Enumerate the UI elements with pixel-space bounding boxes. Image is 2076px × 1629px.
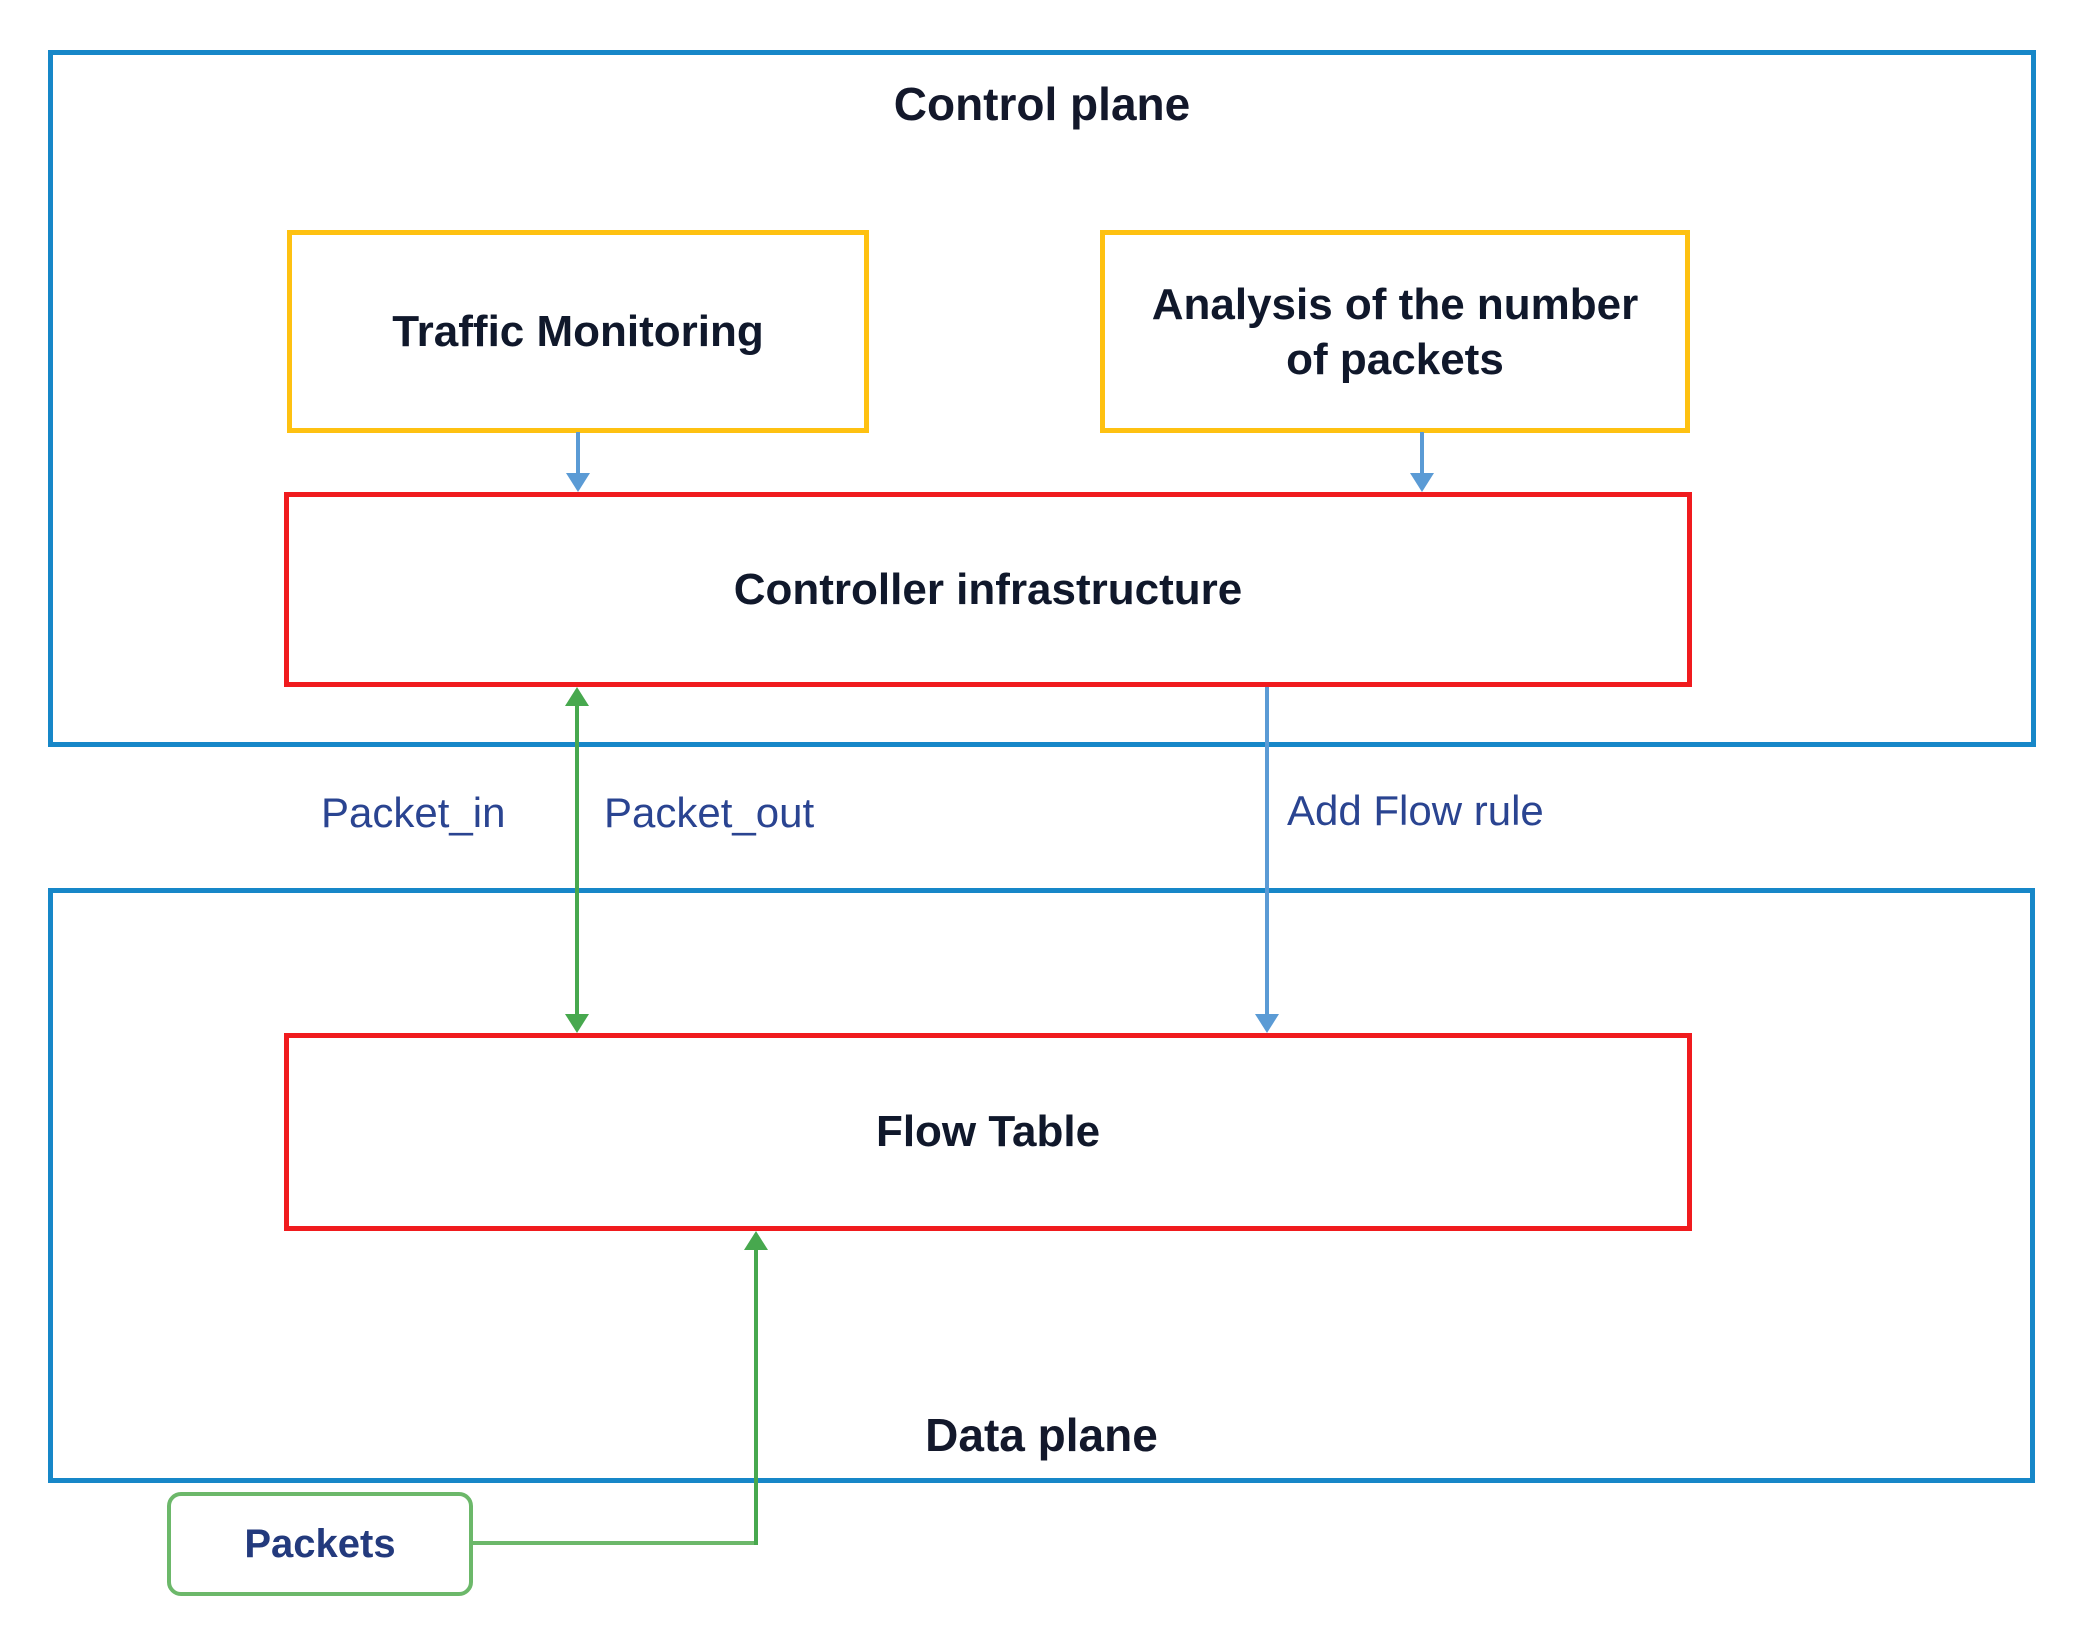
packet-out-arrowhead-down-icon — [565, 1014, 589, 1033]
flow-table-node: Flow Table — [284, 1033, 1692, 1231]
data-plane-title: Data plane — [925, 1409, 1158, 1461]
traffic-to-controller-arrow-line — [576, 432, 580, 476]
add-flow-rule-arrowhead-icon — [1255, 1014, 1279, 1033]
control-plane-box: Control plane — [48, 50, 2036, 747]
controller-infrastructure-label: Controller infrastructure — [733, 564, 1243, 614]
analysis-to-controller-arrowhead-icon — [1410, 473, 1434, 492]
flow-table-label: Flow Table — [875, 1107, 1101, 1156]
traffic-monitoring-node: Traffic Monitoring — [287, 230, 869, 433]
packet-out-edge-label: Packet_out — [604, 789, 815, 836]
add-flow-rule-arrow-line — [1265, 687, 1269, 1017]
packets-label: Packets — [244, 1521, 396, 1566]
packet-in-edge-label: Packet_in — [321, 789, 506, 836]
controller-infrastructure-node: Controller infrastructure — [284, 492, 1692, 687]
data-plane-box: Data plane — [48, 888, 2035, 1483]
traffic-to-controller-arrowhead-icon — [566, 473, 590, 492]
packets-connector-horizontal-line — [472, 1541, 758, 1545]
packets-to-flowtable-arrowhead-icon — [744, 1231, 768, 1250]
add-flow-rule-edge-label: Add Flow rule — [1287, 787, 1544, 834]
analysis-of-packets-node: Analysis of the number of packets — [1100, 230, 1690, 433]
traffic-monitoring-label: Traffic Monitoring — [392, 306, 764, 356]
packets-connector-vertical-line — [754, 1247, 758, 1545]
packet-in-out-arrow-line — [575, 702, 579, 1018]
control-plane-title: Control plane — [893, 78, 1191, 130]
packets-node: Packets — [167, 1492, 473, 1596]
packet-in-arrowhead-up-icon — [565, 687, 589, 706]
analysis-of-packets-label: Analysis of the number of packets — [1151, 279, 1639, 384]
analysis-to-controller-arrow-line — [1420, 432, 1424, 476]
